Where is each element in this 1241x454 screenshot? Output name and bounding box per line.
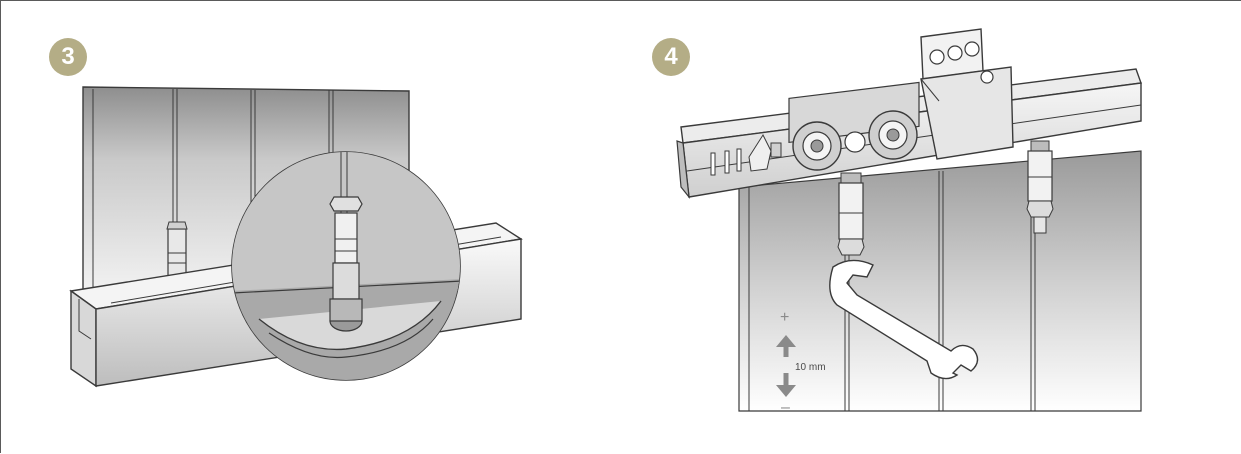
hanger-bolt-right — [1026, 140, 1054, 234]
zoomed-pivot-pin — [329, 196, 363, 332]
bolt-icon — [929, 49, 945, 65]
mounting-bracket — [920, 28, 1014, 160]
hanger-bolt-left — [837, 172, 865, 256]
step-3-number: 3 — [61, 43, 75, 70]
step-3-illustration — [69, 86, 523, 388]
bolt-icon — [964, 41, 980, 57]
step-3-panel: 3 — [1, 1, 621, 454]
step-4-illustration — [676, 28, 1142, 412]
zoom-detail — [231, 151, 461, 381]
step-3-badge: 3 — [49, 38, 87, 76]
step-4-badge: 4 — [652, 38, 690, 76]
height-adjustment-indicator — [776, 335, 796, 397]
measurement-label: 10 mm — [795, 362, 826, 373]
wrench-icon — [829, 259, 979, 380]
roller-trolley — [710, 81, 920, 176]
plus-sign: + — [780, 309, 790, 326]
step-4-number: 4 — [664, 43, 678, 70]
arrow-up-icon — [776, 335, 796, 347]
arrow-down-icon — [776, 385, 796, 397]
bolt-icon — [947, 45, 963, 61]
step-4-panel: 4 — [621, 1, 1241, 454]
minus-sign: – — [781, 399, 790, 416]
bolt-icon — [980, 70, 994, 84]
